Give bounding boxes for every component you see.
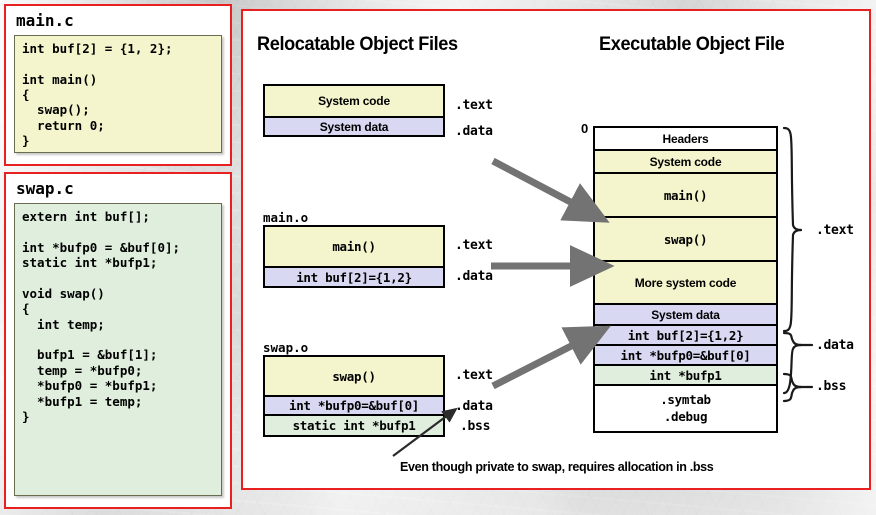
segment-system-data: System data: [265, 118, 443, 135]
section-label-system-text: .text: [455, 98, 493, 113]
source-code-main-c: int buf[2] = {1, 2}; int main() { swap()…: [14, 34, 222, 153]
segment-system-code: System code: [265, 86, 443, 118]
segment-main-data: int buf[2]={1,2}: [265, 268, 443, 286]
segment-exec-buf: int buf[2]={1,2}: [595, 326, 776, 346]
segment-swap-data: int *bufp0=&buf[0]: [265, 397, 443, 416]
source-card-swap-c: swap.c extern int buf[]; int *bufp0 = &b…: [4, 172, 232, 509]
link-arrow-system: [491, 157, 610, 223]
linker-diagram-panel: Relocatable Object Files Executable Obje…: [241, 9, 871, 490]
segment-exec-more-system-code: More system code: [595, 262, 776, 305]
segment-stack-main-o: main() int buf[2]={1,2}: [263, 225, 445, 288]
brace-text: [782, 126, 803, 333]
relocatable-file-swap-o: swap.o swap() int *bufp0=&buf[0] static …: [263, 341, 445, 437]
section-label-swap-text: .text: [455, 368, 493, 383]
segment-stack-executable: Headers System code main() swap() More s…: [593, 126, 778, 433]
segment-exec-swap: swap(): [595, 218, 776, 262]
brace-label-data: .data: [816, 338, 854, 353]
brace-bss: [782, 372, 814, 403]
segment-exec-system-data: System data: [595, 305, 776, 326]
source-code-swap-c: extern int buf[]; int *bufp0 = &buf[0]; …: [14, 202, 222, 496]
section-label-swap-data: .data: [455, 399, 493, 414]
segment-main-text: main(): [265, 227, 443, 268]
segment-exec-headers: Headers: [595, 128, 776, 151]
relocatable-file-main-o: main.o main() int buf[2]={1,2}: [263, 211, 445, 288]
segment-exec-bufp0: int *bufp0=&buf[0]: [595, 346, 776, 366]
section-label-main-text: .text: [455, 238, 493, 253]
segment-exec-main: main(): [595, 174, 776, 218]
column-title-executable: Executable Object File: [599, 33, 785, 55]
object-file-label-main-o: main.o: [263, 210, 309, 225]
executable-object-file: Headers System code main() swap() More s…: [593, 126, 778, 433]
segment-swap-bss: static int *bufp1: [265, 416, 443, 435]
segment-exec-symtab-debug: .symtab .debug: [595, 386, 776, 431]
section-label-system-data: .data: [455, 124, 493, 139]
segment-stack-swap-o: swap() int *bufp0=&buf[0] static int *bu…: [263, 355, 445, 437]
brace-label-bss: .bss: [816, 379, 847, 394]
address-zero-label: 0: [581, 121, 589, 136]
column-title-relocatable: Relocatable Object Files: [257, 33, 458, 55]
relocatable-file-system: System code System data: [263, 84, 445, 137]
brace-label-text: .text: [816, 223, 854, 238]
object-file-label-swap-o: swap.o: [263, 340, 309, 355]
section-label-swap-bss: .bss: [460, 419, 491, 434]
section-label-main-data: .data: [455, 269, 493, 284]
segment-swap-text: swap(): [265, 357, 443, 397]
bss-allocation-caption: Even though private to swap, requires al…: [400, 459, 714, 474]
source-card-main-c: main.c int buf[2] = {1, 2}; int main() {…: [4, 4, 232, 166]
source-file-title-swap-c: swap.c: [16, 179, 74, 198]
source-file-title-main-c: main.c: [16, 11, 74, 30]
link-arrow-swap: [491, 325, 611, 390]
segment-exec-system-code: System code: [595, 151, 776, 174]
segment-stack-system: System code System data: [263, 84, 445, 137]
segment-exec-bufp1: int *bufp1: [595, 366, 776, 386]
brace-data: [782, 331, 814, 395]
